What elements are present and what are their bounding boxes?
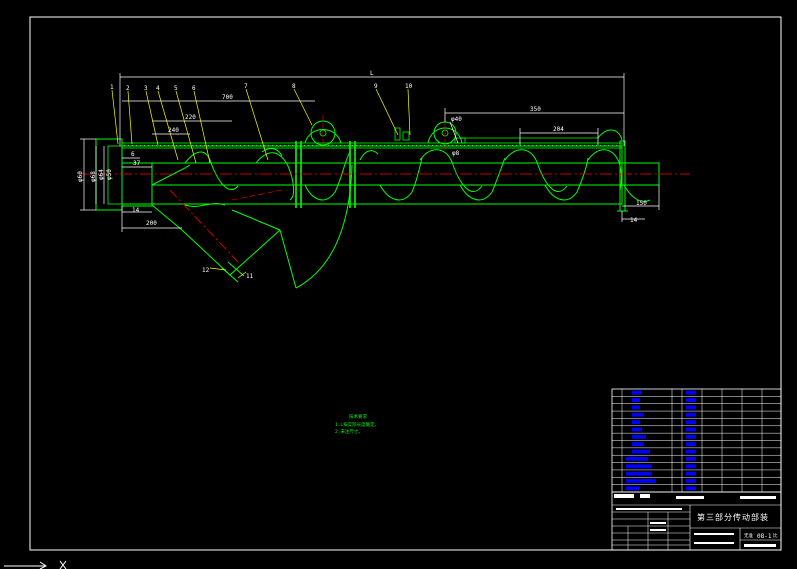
parts-name-cell <box>632 427 642 432</box>
pulley-guard-1 <box>304 129 342 144</box>
parts-material-cell <box>686 442 696 447</box>
dim-200: 200 <box>146 220 157 227</box>
fitting-1 <box>394 127 401 141</box>
dim-220: 220 <box>185 114 196 121</box>
rotation-arc <box>295 164 353 289</box>
parts-material-cell <box>686 434 696 439</box>
drawing-number: 08-1 <box>757 533 772 540</box>
dim-phi8: φ8 <box>452 150 460 157</box>
fitting-2 <box>402 131 410 141</box>
trough-body <box>121 145 623 205</box>
parts-material-cell <box>686 390 696 395</box>
parts-name-cell <box>632 434 646 439</box>
part-label-4: 4 <box>156 85 160 92</box>
title-block: 第三部分传动部装 无准 08-1 比 <box>611 491 782 551</box>
parts-material-cell <box>686 449 696 454</box>
aux-centerline <box>231 189 283 201</box>
parts-material-cell <box>686 398 696 402</box>
tech-req-line-1: 1.L按实际长度确定。 <box>335 421 379 428</box>
dim-overall: L <box>370 70 374 77</box>
parts-name-cell <box>632 398 640 402</box>
parts-name-cell <box>626 464 652 469</box>
parts-name-cell <box>632 442 644 447</box>
part-label-3: 3 <box>144 85 148 92</box>
part-leaders <box>111 88 411 279</box>
conveyor-assembly <box>80 115 690 289</box>
part-label-1: 1 <box>110 84 114 91</box>
dim-350: 350 <box>530 106 541 113</box>
part-label-7: 7 <box>244 83 248 90</box>
parts-name-cell <box>626 479 656 483</box>
parts-material-cell <box>686 420 696 424</box>
parts-material-cell <box>686 464 696 469</box>
dim-240: 240 <box>168 127 179 134</box>
dim-6: 6 <box>131 151 135 158</box>
parts-name-cell <box>632 405 640 410</box>
parts-list-table <box>611 388 782 493</box>
drawing-no-prefix: 无准 <box>744 532 753 539</box>
parts-material-cell <box>686 412 696 417</box>
dim-phi40: φ40 <box>451 116 462 123</box>
parts-material-cell <box>686 457 696 461</box>
part-label-12: 12 <box>202 267 210 274</box>
drawing-frame <box>29 16 782 551</box>
parts-name-cell <box>626 486 640 491</box>
parts-material-cell <box>686 479 696 483</box>
dim-phi64: φ64 <box>98 169 105 180</box>
parts-material-cell <box>686 486 696 491</box>
parts-name-cell <box>632 449 650 454</box>
part-label-5: 5 <box>174 85 178 92</box>
inlet-chute <box>151 164 281 283</box>
dim-150: 150 <box>636 200 647 207</box>
parts-material-cell <box>686 405 696 410</box>
drawing-title: 第三部分传动部装 <box>697 512 769 522</box>
parts-name-cell <box>632 412 644 417</box>
dim-14-left: 14 <box>132 207 140 214</box>
dimension-lines <box>80 73 660 232</box>
title-block-border <box>611 491 782 551</box>
parts-name-cell <box>632 420 640 424</box>
technical-requirements: 技术要求 1.L按实际长度确定。 2.未注尺寸。 <box>335 413 379 435</box>
part-label-8: 8 <box>292 83 296 90</box>
parts-name-cell <box>632 390 642 395</box>
drawing-no-suffix: 比 <box>773 532 778 539</box>
part-label-10: 10 <box>405 83 413 90</box>
tech-req-heading: 技术要求 <box>349 413 367 420</box>
dim-phi50: φ50 <box>106 169 113 180</box>
parts-name-cell <box>626 457 648 461</box>
dim-phi60: φ60 <box>77 171 84 182</box>
screw-flights <box>184 148 651 202</box>
part-label-9: 9 <box>374 83 378 90</box>
right-cover-cap <box>597 129 623 141</box>
ucs-icon <box>4 560 67 569</box>
parts-material-cell <box>686 427 696 432</box>
dim-37: 37 <box>133 160 141 167</box>
tech-req-line-2: 2.未注尺寸。 <box>335 428 363 435</box>
chute-centerline <box>169 189 239 263</box>
part-label-6: 6 <box>192 85 196 92</box>
dim-204: 204 <box>553 126 564 133</box>
parts-name-cell <box>626 471 652 476</box>
inlet-box <box>121 162 153 207</box>
dim-14-right: 14 <box>630 217 638 224</box>
dim-phi68: φ68 <box>90 171 97 182</box>
parts-material-cell <box>686 471 696 476</box>
dim-700: 700 <box>222 94 233 101</box>
part-label-11: 11 <box>246 273 254 280</box>
dimension-texts: L 700 350 220 240 204 37 6 14 200 150 14… <box>77 70 647 227</box>
arc-link <box>279 229 297 289</box>
part-number-labels: 1 2 3 4 5 6 7 8 9 10 11 12 <box>110 83 413 280</box>
part-label-2: 2 <box>126 85 130 92</box>
